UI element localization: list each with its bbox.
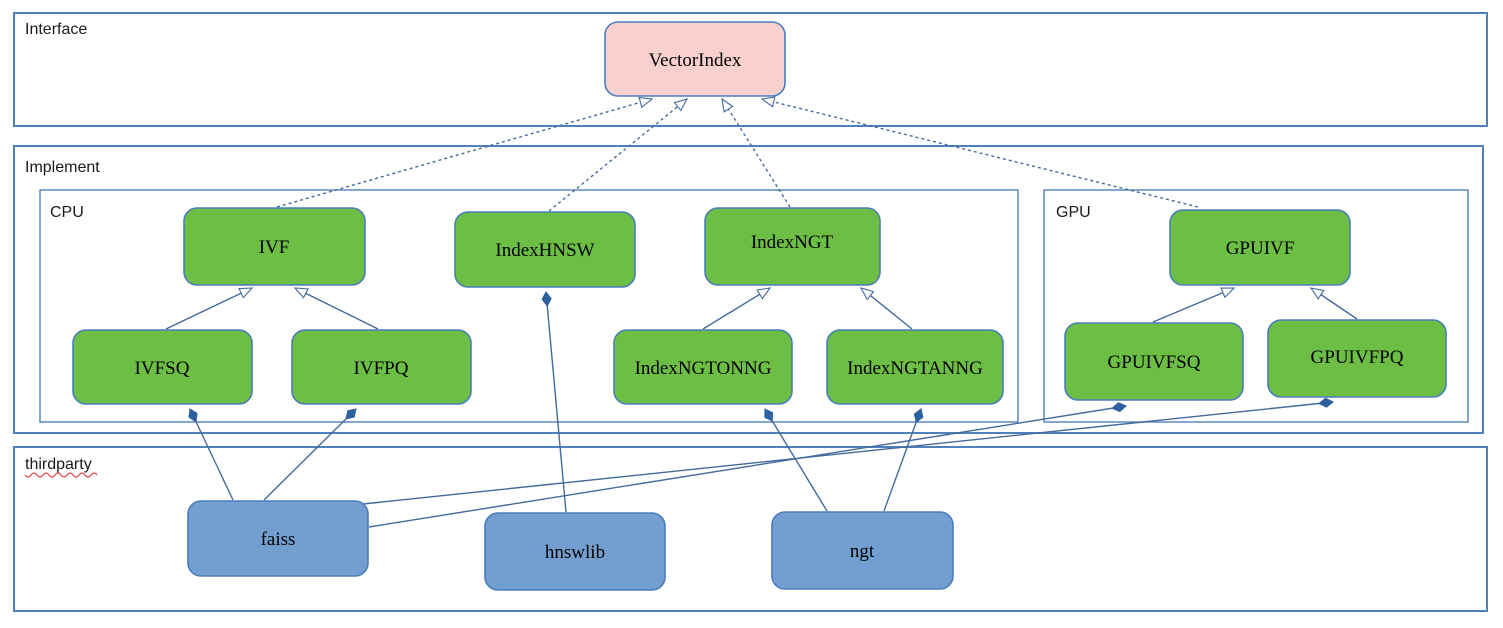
node-hnswlib-rect[interactable] [484,512,666,591]
edge-ngt-to-indexngtonng [764,408,828,512]
edge-hnswlib-to-indexhnsw [541,291,567,513]
edge-ngt-to-indexngtanng [883,408,924,512]
node-hnswlib-label: hnswlib [545,542,605,563]
container-gpu-label: GPU [1056,204,1091,221]
node-indexhnsw-rect[interactable] [454,211,636,288]
edge-faiss-to-ivfpq [263,408,357,501]
edge-faiss-to-gpuivfpq [362,397,1334,505]
node-indexngtonng[interactable]: IndexNGTONNG [613,329,793,405]
node-indexhnsw-label: IndexHNSW [495,240,594,261]
edge-ivf-to-vectorindex [276,96,654,208]
node-faiss[interactable]: faiss [187,500,369,577]
edge-gpuivfpq-to-gpuivf [1309,287,1358,320]
node-ngt-label: ngt [850,541,875,562]
node-ivfpq-rect[interactable] [291,329,472,405]
node-indexngt-rect[interactable] [704,207,881,286]
node-vectorindex-rect[interactable] [604,21,786,97]
node-gpuivf-label: GPUIVF [1226,238,1295,259]
node-vectorindex[interactable]: VectorIndex [604,21,786,97]
edge-faiss-to-ivfsq [188,408,234,501]
node-gpuivfpq-label: GPUIVFPQ [1311,347,1404,368]
node-ngt[interactable]: ngt [771,511,954,590]
node-indexngtonng-label: IndexNGTONNG [635,358,772,379]
edge-indexngtanng-to-indexngt [859,287,913,330]
node-gpuivfpq-rect[interactable] [1267,319,1447,398]
node-indexhnsw[interactable]: IndexHNSW [454,211,636,288]
edge-faiss-to-gpuivfsq [368,402,1127,528]
edge-gpuivf-to-vectorindex [760,96,1199,208]
node-indexngtanng[interactable]: IndexNGTANNG [826,329,1004,405]
node-gpuivfpq[interactable]: GPUIVFPQ [1267,319,1447,398]
node-indexngt-label: IndexNGT [751,232,834,253]
container-interface-label: Interface [25,21,87,38]
node-indexngtanng-rect[interactable] [826,329,1004,405]
node-faiss-label: faiss [261,529,296,550]
node-indexngtanng-label: IndexNGTANNG [847,358,983,379]
node-ivf-rect[interactable] [183,207,366,286]
node-indexngtonng-rect[interactable] [613,329,793,405]
container-thirdparty-label: thirdparty [25,456,92,473]
node-gpuivf-rect[interactable] [1169,209,1351,286]
node-gpuivfsq-rect[interactable] [1064,322,1244,401]
node-vectorindex-label: VectorIndex [649,50,742,71]
edge-gpuivfsq-to-gpuivf [1152,287,1236,323]
container-cpu-label: CPU [50,204,84,221]
spellcheck-squiggle [24,472,98,478]
node-ivfsq-label: IVFSQ [135,358,190,379]
node-ivfsq-rect[interactable] [72,329,253,405]
node-gpuivfsq-label: GPUIVFSQ [1108,352,1201,373]
edge-ivfsq-to-ivf [165,287,254,330]
node-ivfsq[interactable]: IVFSQ [72,329,253,405]
node-indexngt[interactable]: IndexNGT [704,207,881,286]
node-ivfpq-label: IVFPQ [354,358,409,379]
node-ivf-label: IVF [259,237,290,258]
edge-indexngtonng-to-indexngt [702,287,772,330]
container-implement-label: Implement [25,159,100,176]
node-gpuivf[interactable]: GPUIVF [1169,209,1351,286]
node-ivfpq[interactable]: IVFPQ [291,329,472,405]
node-ngt-rect[interactable] [771,511,954,590]
node-hnswlib[interactable]: hnswlib [484,512,666,591]
node-ivf[interactable]: IVF [183,207,366,286]
node-faiss-rect[interactable] [187,500,369,577]
edge-ivfpq-to-ivf [293,287,379,330]
node-gpuivfsq[interactable]: GPUIVFSQ [1064,322,1244,401]
